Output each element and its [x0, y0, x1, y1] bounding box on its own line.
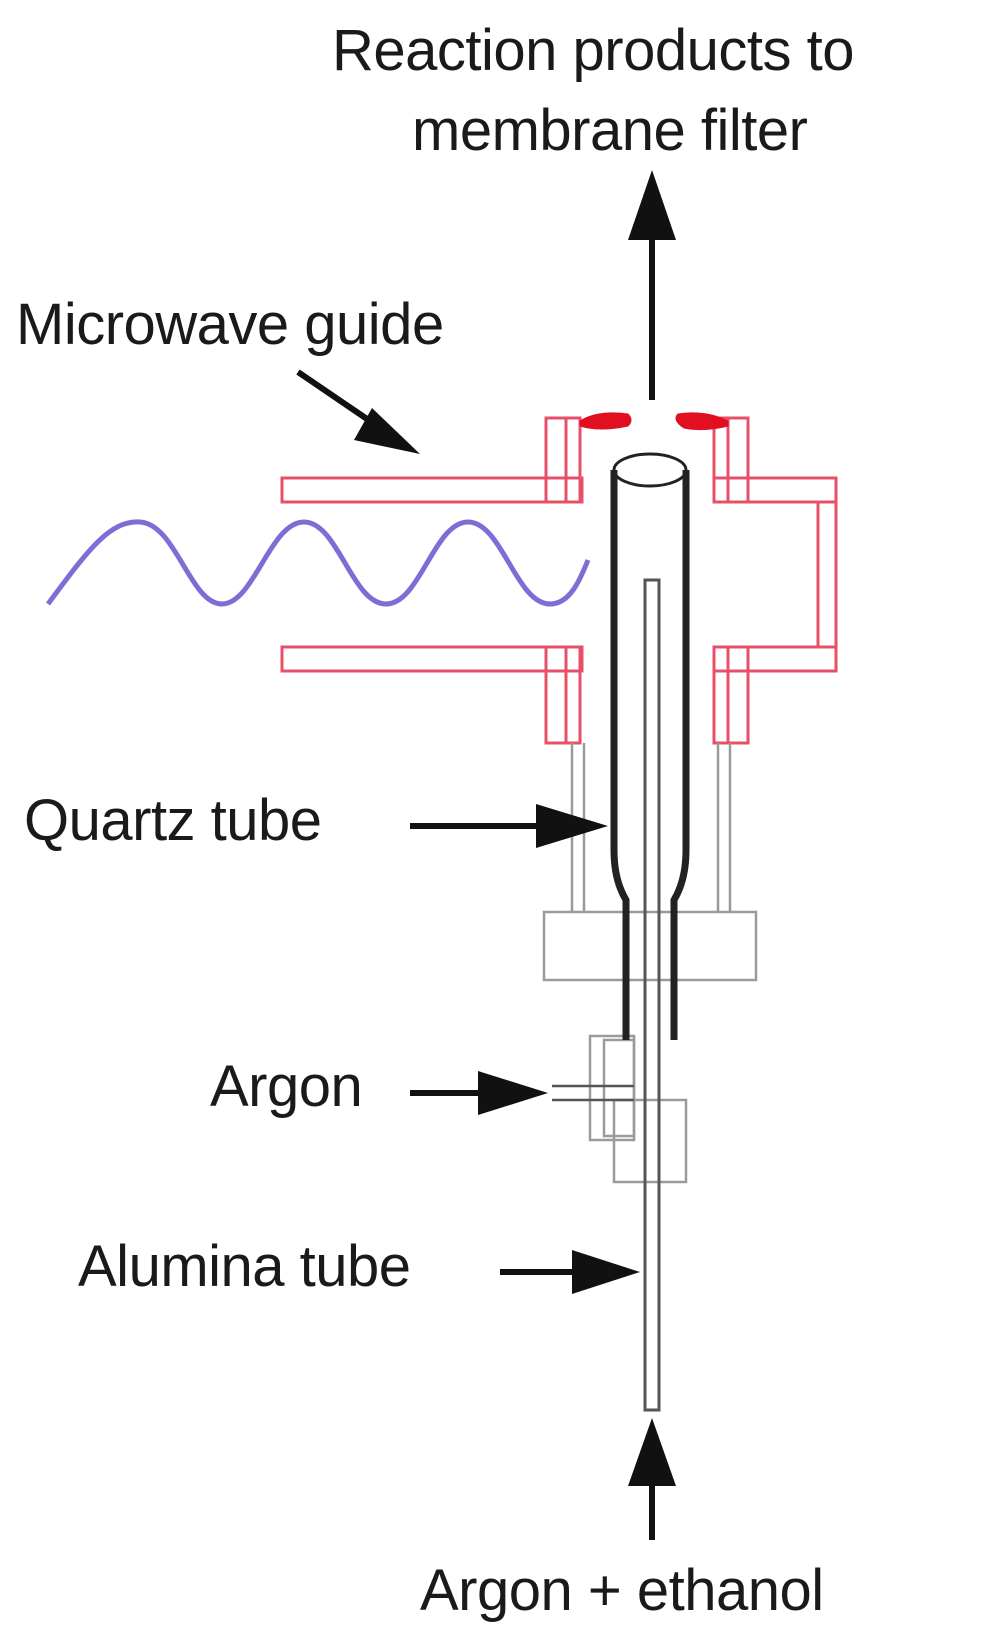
- arrows: [296, 170, 676, 1540]
- microwave-guide-arrow-head: [354, 408, 420, 454]
- waveguide-left-upper-flange: [544, 416, 582, 504]
- quartz-tube-mouth: [612, 452, 688, 488]
- right-flange-seal: [675, 412, 729, 431]
- argon-label: Argon: [210, 1054, 363, 1119]
- alumina-tube: [643, 578, 661, 1412]
- quartz-tube-arrow-head: [536, 804, 608, 848]
- quartz-tube: [610, 452, 690, 1040]
- alumina-tube-body: [643, 578, 661, 1412]
- top-flange-seals: [579, 412, 729, 431]
- inlet-arrow-head: [628, 1418, 676, 1486]
- microwave-guide-label: Microwave guide: [16, 292, 444, 357]
- waveguide-right-box: [714, 476, 838, 673]
- waveguide-left-lower-cap: [544, 645, 568, 745]
- inlet-label: Argon + ethanol: [420, 1558, 824, 1623]
- argon-arrow-head: [478, 1071, 548, 1115]
- quartz-tube-left-wall: [610, 470, 630, 1040]
- waveguide-right-upper-flange: [712, 416, 750, 504]
- mounting-block: [542, 910, 758, 982]
- waveguide-right-upper-cap: [726, 416, 750, 504]
- argon-fitting-inner: [602, 1038, 636, 1138]
- alumina-tube-arrow-head: [572, 1250, 640, 1294]
- waveguide-right-lower-flange: [712, 645, 750, 745]
- outlet-label-line2: membrane filter: [412, 98, 808, 163]
- microwave-waveguide: [280, 416, 838, 745]
- argon-fitting: [588, 1034, 636, 1142]
- quartz-tube-label: Quartz tube: [24, 788, 322, 853]
- microwave-wave: [45, 519, 591, 607]
- waveguide-left-upper-cap: [544, 416, 568, 504]
- alumina-tube-label: Alumina tube: [78, 1234, 411, 1299]
- fittings: [542, 743, 758, 1184]
- waveguide-top-arm: [280, 476, 584, 504]
- left-flange-seal: [579, 412, 632, 430]
- waveguide-left-lower-flange: [544, 645, 582, 745]
- waveguide-bottom-arm: [280, 645, 584, 673]
- waveguide-right-lower-cap: [726, 645, 750, 745]
- outlet-label-line1: Reaction products to: [332, 18, 854, 83]
- outlet-arrow-head: [628, 170, 676, 240]
- quartz-tube-right-wall: [670, 470, 690, 1040]
- lower-fitting: [612, 1098, 688, 1184]
